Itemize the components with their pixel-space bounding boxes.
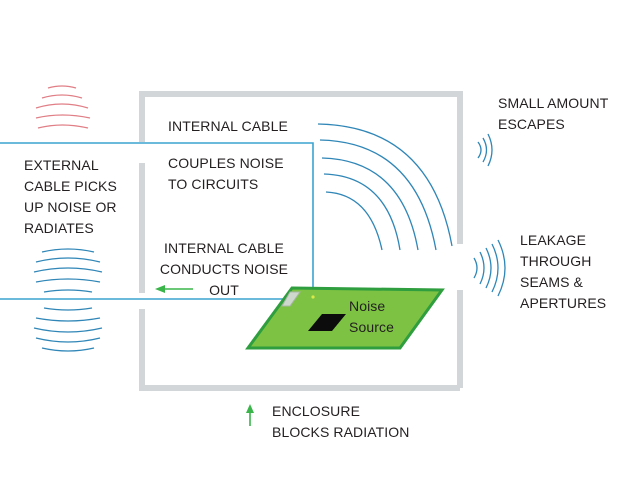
external-cable-waves <box>33 248 103 352</box>
external-cable-line-1: EXTERNAL <box>24 157 99 173</box>
internal-cable-label: INTERNAL CABLE <box>168 116 288 137</box>
internal-radiation-waves <box>317 123 453 251</box>
up-arrow-icon <box>246 404 254 426</box>
pcb-connector <box>281 291 301 307</box>
couples-noise-line-2: TO CIRCUITS <box>168 176 259 192</box>
leakage-label: LEAKAGE THROUGH SEAMS & APERTURES <box>520 230 606 314</box>
enclosure-top-wall <box>139 91 463 244</box>
enclosure-box <box>139 91 463 391</box>
external-cable-line-4: RADIATES <box>24 220 94 236</box>
enclosure-line-2: BLOCKS RADIATION <box>272 424 410 440</box>
circuit-board <box>245 286 445 350</box>
conducts-noise-label: INTERNAL CABLE CONDUCTS NOISE OUT <box>154 238 294 301</box>
noise-source-label: Noise Source <box>349 296 394 338</box>
leakage-line-3: SEAMS & <box>520 274 583 290</box>
conducts-noise-line-3: OUT <box>209 282 239 298</box>
pcb-board <box>245 286 445 350</box>
enclosure-bottom-wall <box>139 309 460 391</box>
noise-source-chip <box>308 314 346 331</box>
small-amount-line-2: ESCAPES <box>498 116 565 132</box>
external-cable-line-2: CABLE PICKS <box>24 178 117 194</box>
leakage-line-1: LEAKAGE <box>520 232 587 248</box>
conducts-noise-line-1: INTERNAL CABLE <box>164 240 284 256</box>
small-amount-label: SMALL AMOUNT ESCAPES <box>498 93 608 135</box>
couples-noise-line-1: COUPLES NOISE <box>168 155 284 171</box>
enclosure-label: ENCLOSURE BLOCKS RADIATION <box>272 401 409 443</box>
cable-solder-point <box>311 295 315 299</box>
left-arrow-icon <box>155 285 193 293</box>
external-cable-label: EXTERNAL CABLE PICKS UP NOISE OR RADIATE… <box>24 155 117 239</box>
small-escape-waves <box>477 133 493 167</box>
leakage-line-4: APERTURES <box>520 295 607 311</box>
red-radiation-waves <box>35 85 91 129</box>
internal-cable-text: INTERNAL CABLE <box>168 118 288 134</box>
cables <box>0 142 314 300</box>
small-amount-line-1: SMALL AMOUNT <box>498 95 609 111</box>
internal-cable-top <box>0 142 314 296</box>
noise-source-line-2: Source <box>349 319 394 335</box>
noise-source-line-1: Noise <box>349 298 386 314</box>
enclosure-line-1: ENCLOSURE <box>272 403 361 419</box>
external-cable-line-3: UP NOISE OR <box>24 199 117 215</box>
leakage-line-2: THROUGH <box>520 253 592 269</box>
couples-noise-label: COUPLES NOISE TO CIRCUITS <box>168 153 284 195</box>
conducts-noise-line-2: CONDUCTS NOISE <box>159 261 289 277</box>
leakage-waves <box>473 239 506 297</box>
